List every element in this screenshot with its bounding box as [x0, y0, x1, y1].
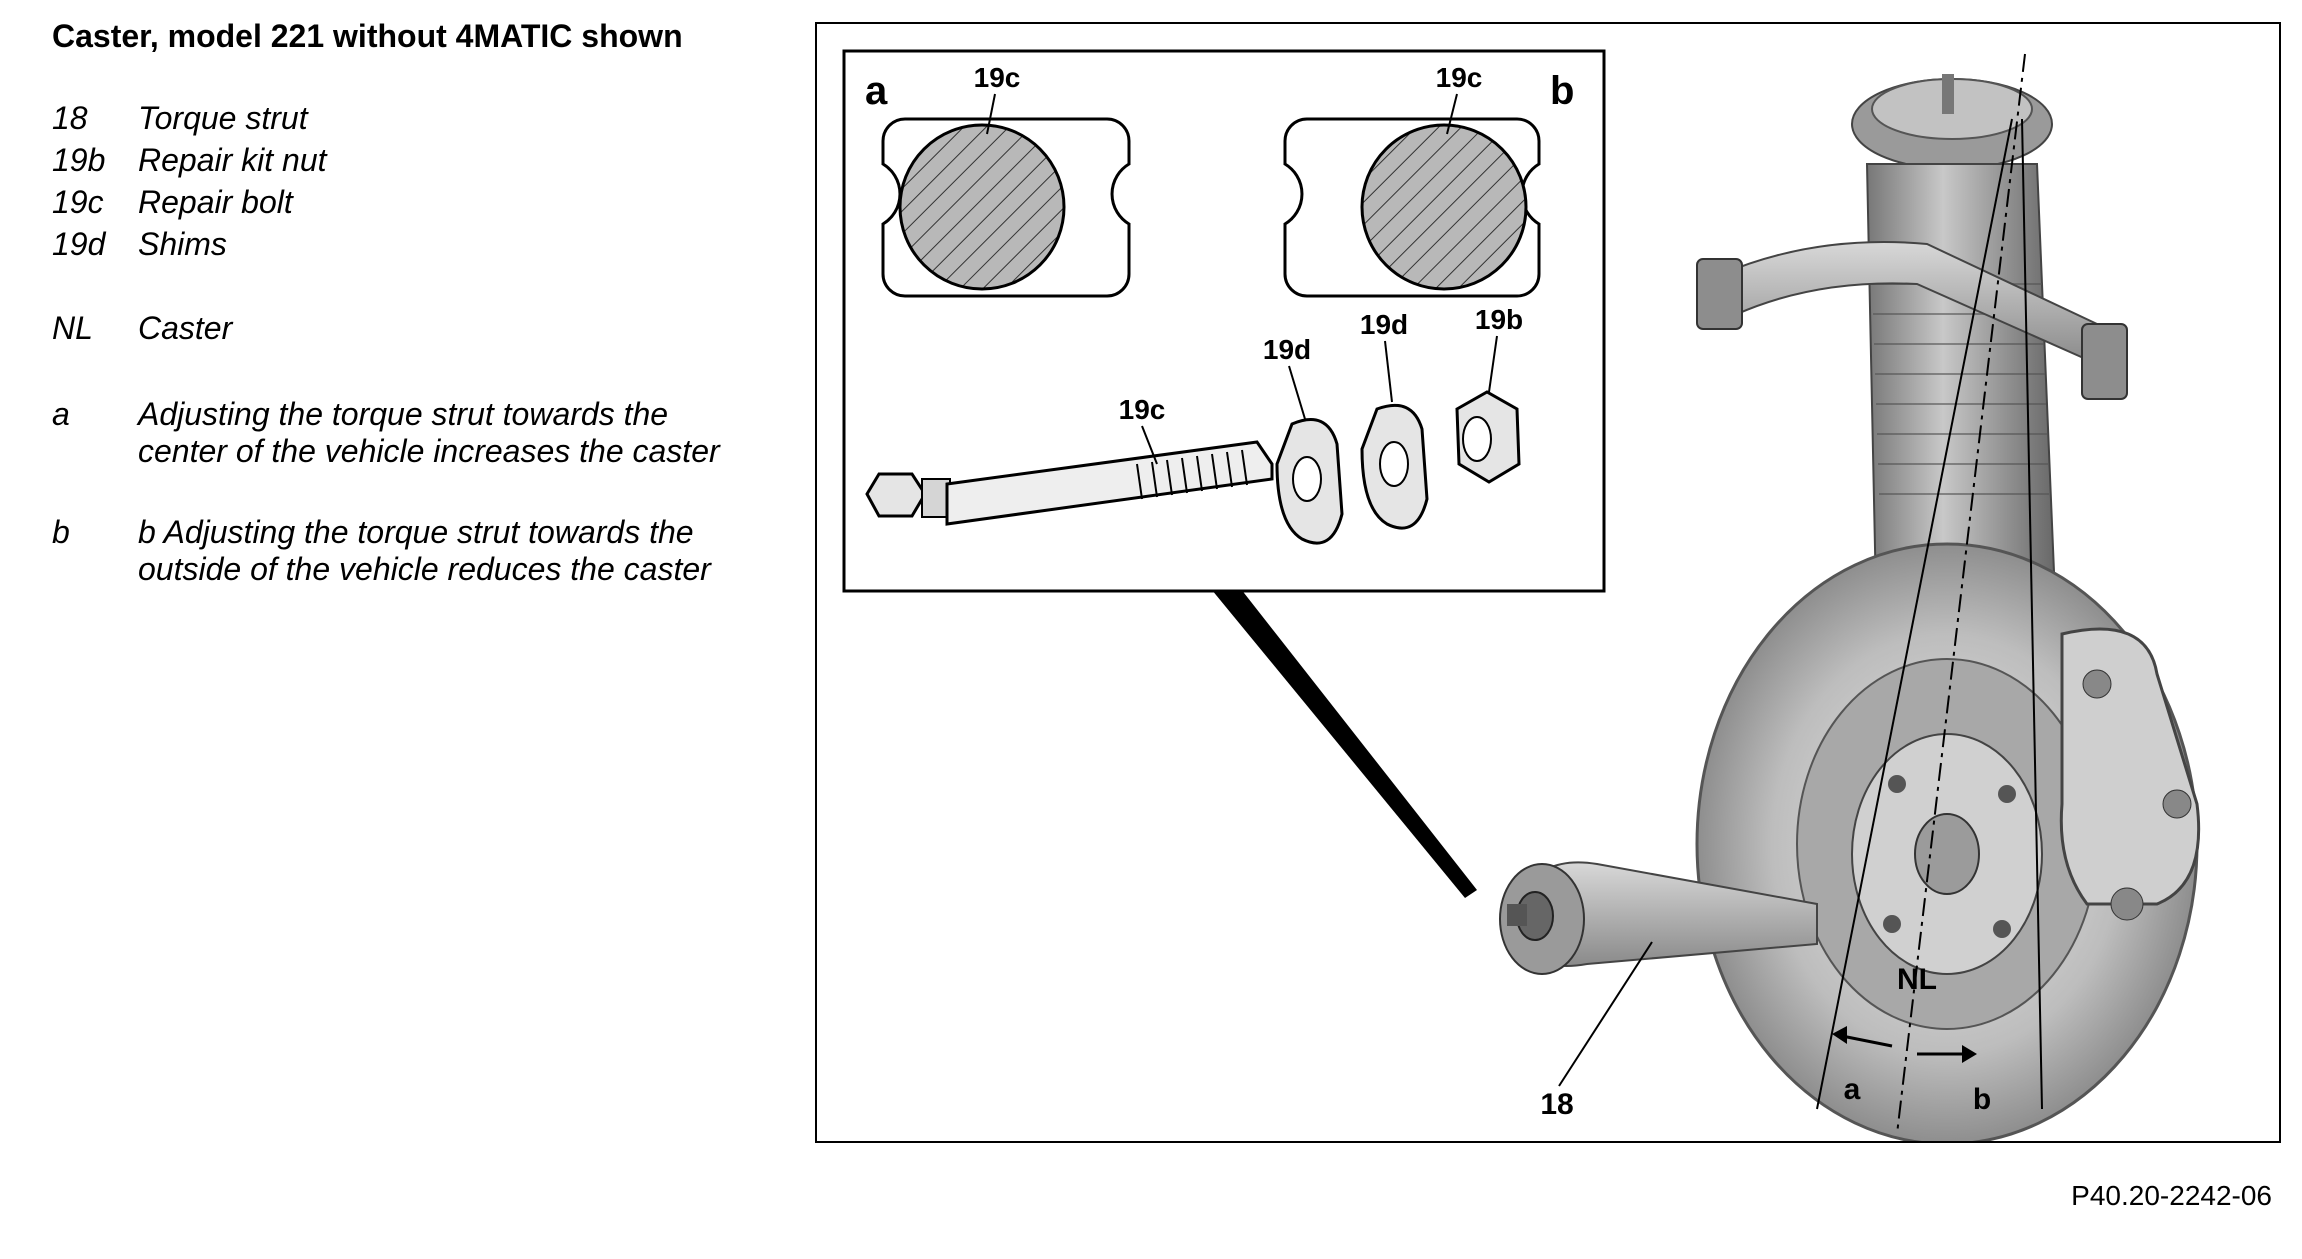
- label-dir-a: a: [1844, 1073, 1861, 1106]
- legend-text: Repair bolt: [138, 184, 293, 220]
- inset-label-b: b: [1550, 69, 1574, 113]
- figure-frame: NL a b 18 a b 19c 19c: [815, 22, 2281, 1143]
- repair-nut: [1455, 390, 1521, 484]
- label-caster: NL: [1897, 963, 1937, 996]
- legend-key: 19d: [52, 226, 106, 262]
- legend-item: 19b Repair kit nut: [52, 142, 738, 179]
- legend-text: Adjusting the torque strut towards the c…: [138, 396, 720, 469]
- caster-axis-lines: [1816, 53, 2043, 1135]
- legend-text: Caster: [138, 310, 233, 346]
- legend-key: 19b: [52, 142, 106, 178]
- legend-item: 19c Repair bolt: [52, 184, 738, 221]
- legend-text: b Adjusting the torque strut towards the…: [138, 514, 711, 587]
- label-nut: 19b: [1475, 304, 1523, 335]
- label-shim-2: 19d: [1360, 309, 1408, 340]
- direction-arrows: [1832, 1026, 1977, 1063]
- label-bolt-b: 19c: [1436, 62, 1483, 93]
- shim-1: [1275, 418, 1344, 545]
- legend-key: NL: [52, 310, 93, 346]
- label-shim-1: 19d: [1263, 334, 1311, 365]
- callout-pointer: [1207, 584, 1477, 898]
- legend-key: 19c: [52, 184, 104, 220]
- suspension-diagram: NL a b 18 a b 19c 19c: [842, 49, 2201, 1141]
- suspension-assembly: [1499, 74, 2201, 1141]
- label-bolt-long: 19c: [1119, 394, 1166, 425]
- page-title: Caster, model 221 without 4MATIC shown: [52, 18, 683, 54]
- legend-item: b b Adjusting the torque strut towards t…: [52, 514, 738, 588]
- legend-text: Shims: [138, 226, 227, 262]
- legend-key: a: [52, 396, 70, 432]
- shim-2: [1360, 403, 1429, 530]
- legend-text: Repair kit nut: [138, 142, 327, 178]
- inset-label-a: a: [865, 69, 888, 113]
- legend-item: NL Caster: [52, 310, 738, 347]
- legend-item: a Adjusting the torque strut towards the…: [52, 396, 728, 470]
- legend-key: b: [52, 514, 70, 550]
- legend-item: 18 Torque strut: [52, 100, 738, 137]
- legend-item: 19d Shims: [52, 226, 738, 263]
- inset-panel: a b 19c 19c 19c: [842, 49, 1606, 593]
- figure-reference: P40.20-2242-06: [2071, 1180, 2272, 1211]
- repair-bolt: [865, 440, 1274, 526]
- label-torque-strut: 18: [1540, 1088, 1573, 1121]
- label-dir-b: b: [1973, 1083, 1991, 1116]
- bolt-section-b: [1360, 123, 1528, 291]
- bolt-section-a: [898, 123, 1066, 291]
- label-bolt-a: 19c: [974, 62, 1021, 93]
- legend-text: Torque strut: [138, 100, 308, 136]
- legend-key: 18: [52, 100, 88, 136]
